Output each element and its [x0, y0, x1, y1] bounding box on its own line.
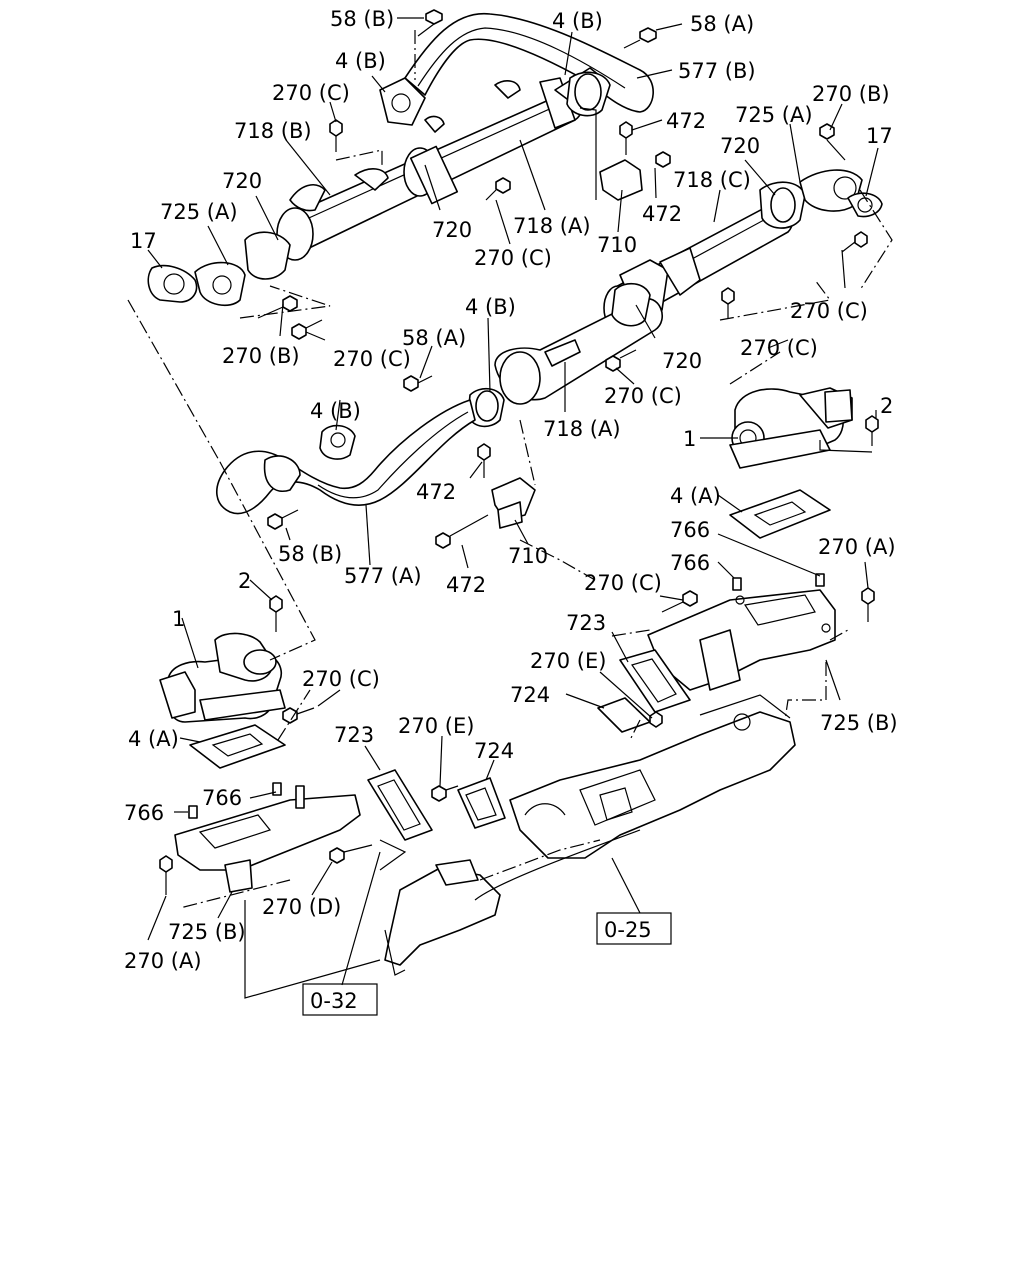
adapter-725b-right: [647, 573, 836, 691]
label-720-left: 720: [222, 169, 262, 193]
flange-gasket-left-upper: [147, 231, 291, 307]
label-270c-d: 270 (C): [740, 336, 818, 360]
label-270c-f: 270 (C): [584, 571, 662, 595]
label-710-low: 710: [508, 544, 548, 568]
label-718a-low: 718 (A): [543, 417, 621, 441]
label-725b-left: 725 (B): [168, 920, 246, 944]
leader-lines: [147, 17, 879, 999]
label-710-top: 710: [597, 233, 637, 257]
label-1-right: 1: [683, 427, 696, 451]
label-577b: 577 (B): [678, 59, 756, 83]
pipe-577-b: [404, 12, 654, 113]
label-270e-l: 270 (E): [398, 714, 474, 738]
label-4b-mid2: 4 (B): [310, 399, 361, 423]
ref-box-0-25: [596, 912, 672, 945]
pipe-stub-upper: [289, 80, 521, 212]
label-725a-right: 725 (A): [735, 103, 813, 127]
label-58a-top: 58 (A): [690, 12, 754, 36]
reed-valve-724-right: [597, 697, 651, 733]
label-472-a: 472: [666, 109, 706, 133]
part-labels: 58 (B) 4 (B) 58 (A) 4 (B) 577 (B) 270 (C…: [124, 7, 898, 1013]
flange-gasket-4b-mid: [319, 424, 356, 460]
label-270e-r: 270 (E): [530, 649, 606, 673]
label-720-low: 720: [662, 349, 702, 373]
label-270c-b: 270 (C): [474, 246, 552, 270]
label-472-c: 472: [416, 480, 456, 504]
label-577a: 577 (A): [344, 564, 422, 588]
label-270a-left: 270 (A): [124, 949, 202, 973]
label-270d: 270 (D): [262, 895, 341, 919]
label-270b-left: 270 (B): [222, 344, 300, 368]
label-720-mid: 720: [432, 218, 472, 242]
ref-box-0-32: [302, 983, 378, 1016]
label-718b: 718 (B): [234, 119, 312, 143]
label-766-l1: 766: [124, 801, 164, 825]
label-17-left: 17: [130, 229, 157, 253]
label-17-right: 17: [866, 124, 893, 148]
reed-valve-724-left: [457, 777, 506, 829]
label-724-r: 724: [510, 683, 550, 707]
adapter-725b-left: [174, 782, 361, 893]
label-270c-a: 270 (C): [272, 81, 350, 105]
flange-right-upper: [566, 71, 611, 117]
label-270c-g: 270 (C): [302, 667, 380, 691]
bracket-710-top: [599, 159, 643, 201]
flange-middle-4b: [467, 387, 505, 428]
label-4a-right: 4 (A): [670, 484, 721, 508]
label-1-left: 1: [172, 607, 185, 631]
label-725a-left: 725 (A): [160, 200, 238, 224]
gasket-4a-left: [189, 724, 286, 769]
label-472-b: 472: [642, 202, 682, 226]
label-472-d: 472: [446, 573, 486, 597]
label-4b-top: 4 (B): [552, 9, 603, 33]
label-2-right: 2: [880, 394, 893, 418]
label-724-l: 724: [474, 739, 514, 763]
label-718c: 718 (C): [673, 168, 751, 192]
label-723-l: 723: [334, 723, 374, 747]
label-4b-left: 4 (B): [335, 49, 386, 73]
label-766-r2: 766: [670, 551, 710, 575]
label-725b-right: 725 (B): [820, 711, 898, 735]
label-766-l2: 766: [202, 786, 242, 810]
dashed-assembly-lines: [127, 30, 893, 909]
flange-gasket-right-upper: [759, 169, 883, 229]
label-ref-0-25: 0-25: [604, 918, 652, 942]
label-270c-c: 270 (C): [333, 347, 411, 371]
label-2-left: 2: [238, 569, 251, 593]
label-270c-right: 270 (C): [790, 299, 868, 323]
label-723-r: 723: [566, 611, 606, 635]
pipe-577-a: [216, 399, 476, 515]
label-4a-left: 4 (A): [128, 727, 179, 751]
egr-cooler-middle: [494, 282, 664, 405]
flange-4b-top: [379, 77, 426, 126]
label-58b-top: 58 (B): [330, 7, 394, 31]
gasket-4a-right: [729, 489, 831, 539]
label-270b-right: 270 (B): [812, 82, 890, 106]
label-718a-top: 718 (A): [513, 214, 591, 238]
intake-manifold-0-32: [384, 829, 641, 976]
label-ref-0-32: 0-32: [310, 989, 358, 1013]
label-58a-mid: 58 (A): [402, 326, 466, 350]
gasket-723-left: [367, 769, 433, 841]
label-58b-low: 58 (B): [278, 542, 342, 566]
label-766-r1: 766: [670, 518, 710, 542]
label-270a-right: 270 (A): [818, 535, 896, 559]
bracket-710-low: [491, 477, 536, 529]
egr-valve-left: [159, 632, 286, 723]
label-270c-e: 270 (C): [604, 384, 682, 408]
label-720-right: 720: [720, 134, 760, 158]
gasket-723-right: [619, 649, 691, 713]
egr-valve-right: [729, 387, 853, 469]
label-4b-mid: 4 (B): [465, 295, 516, 319]
